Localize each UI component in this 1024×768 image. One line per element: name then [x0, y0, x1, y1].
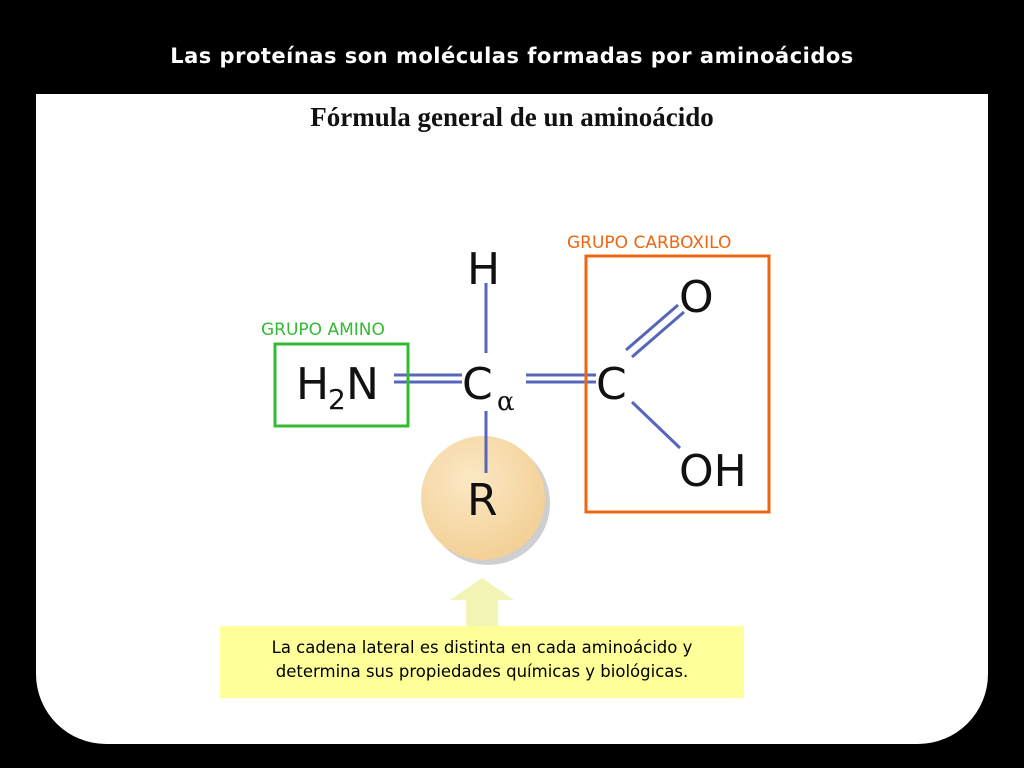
amino-group-label: GRUPO AMINO [261, 320, 385, 340]
carboxyl-group-box [584, 254, 771, 514]
atom-h2n: H 2 N [296, 359, 379, 416]
bond-c-oh [630, 400, 682, 450]
atom-h2n-h: H [296, 359, 329, 410]
title-bar: Las proteínas son moléculas formadas por… [36, 18, 988, 94]
slide-title: Las proteínas son moléculas formadas por… [170, 44, 854, 68]
atom-o: O [679, 272, 714, 323]
arrow-up-icon [450, 578, 514, 626]
atom-r: R [467, 475, 498, 526]
atom-h2n-n: N [346, 359, 379, 410]
atom-c-alpha: C [462, 359, 493, 410]
atom-h2n-subscript: 2 [328, 383, 346, 416]
side-chain-caption: La cadena lateral es distinta en cada am… [220, 626, 744, 698]
bond-calpha-c [526, 373, 596, 384]
amino-acid-diagram: GRUPO AMINO GRUPO CARBOXILO H H 2 N C α … [261, 233, 771, 626]
bond-c-o [625, 303, 685, 359]
alpha-symbol: α [497, 387, 515, 417]
slide: Las proteínas son moléculas formadas por… [36, 18, 988, 744]
amino-group-box [273, 342, 410, 428]
caption-line-1: La cadena lateral es distinta en cada am… [271, 638, 693, 657]
diagram-subtitle: Fórmula general de un aminoácido [310, 102, 714, 132]
atom-c-carboxyl: C [596, 359, 627, 410]
atom-h: H [467, 244, 500, 295]
bond-n-calpha [394, 373, 462, 384]
carboxyl-group-label: GRUPO CARBOXILO [567, 233, 731, 253]
r-group-circle [421, 436, 545, 560]
atom-oh: OH [679, 446, 747, 497]
caption-line-2: determina sus propiedades químicas y bio… [275, 662, 689, 681]
